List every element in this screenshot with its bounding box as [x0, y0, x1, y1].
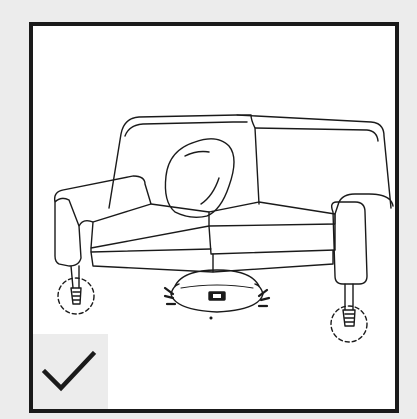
- sofa-left-armrest: [55, 176, 151, 266]
- sofa-right-armrest: [332, 194, 393, 284]
- checkmark-icon: [33, 334, 108, 409]
- right-front-leg: [331, 284, 367, 342]
- throw-pillow: [165, 139, 234, 218]
- robot-vacuum: [165, 270, 269, 319]
- check-box: [33, 334, 108, 409]
- sofa-seat: [91, 202, 335, 254]
- illustration-panel: [29, 22, 399, 413]
- left-front-leg: [58, 266, 94, 314]
